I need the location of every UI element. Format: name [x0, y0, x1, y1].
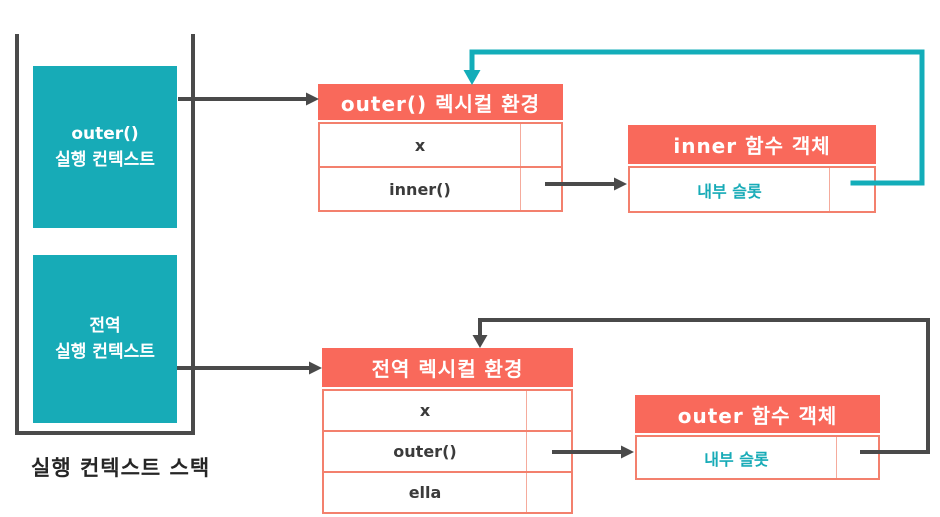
table-body: x inner() — [318, 122, 563, 212]
row-pointer-cell — [520, 168, 561, 210]
row-label: x — [419, 401, 431, 420]
table-global-lexical-environment: 전역 렉시컬 환경 x outer() ella — [322, 348, 573, 514]
table-header: 전역 렉시컬 환경 — [322, 348, 573, 387]
table-row: 내부 슬롯 — [637, 437, 878, 478]
stack-frame-outer-execution-context: outer() 실행 컨텍스트 — [33, 66, 177, 228]
frame-label-line: 실행 컨텍스트 — [55, 150, 155, 170]
stack-frame-global-execution-context: 전역 실행 컨텍스트 — [33, 255, 177, 423]
table-body: 내부 슬롯 — [628, 166, 876, 213]
row-label: inner() — [389, 179, 451, 199]
table-row: 내부 슬롯 — [630, 168, 874, 211]
table-row: x — [324, 391, 571, 430]
row-label: x — [414, 135, 426, 155]
table-body: x outer() ella — [322, 389, 573, 514]
row-pointer-cell — [829, 168, 874, 211]
frame-label-line: outer() — [71, 123, 139, 144]
table-outer-lexical-environment: outer() 렉시컬 환경 x inner() — [318, 84, 563, 212]
row-label-internal-slot: 내부 슬롯 — [697, 181, 762, 201]
table-header: inner 함수 객체 — [628, 125, 876, 164]
frame-label-line: 실행 컨텍스트 — [55, 342, 155, 362]
row-pointer-cell — [526, 473, 571, 512]
row-label: ella — [408, 483, 442, 502]
table-outer-function-object: outer 함수 객체 내부 슬롯 — [635, 395, 880, 480]
table-inner-function-object: inner 함수 객체 내부 슬롯 — [628, 125, 876, 213]
table-row: x — [320, 124, 561, 166]
row-pointer-cell — [836, 437, 878, 478]
row-pointer-cell — [520, 124, 561, 166]
table-row: inner() — [320, 166, 561, 210]
row-label-internal-slot: 내부 슬롯 — [704, 449, 769, 469]
arrow-global-context-to-global-lexical — [177, 361, 322, 375]
table-row: outer() — [324, 430, 571, 471]
table-body: 내부 슬롯 — [635, 435, 880, 480]
arrow-outer-context-to-outer-lexical — [178, 92, 319, 106]
row-label: outer() — [393, 442, 457, 461]
execution-stack-outline — [15, 34, 195, 435]
table-row: ella — [324, 471, 571, 512]
row-pointer-cell — [526, 391, 571, 430]
frame-label-line: 전역 — [89, 315, 121, 336]
table-header: outer 함수 객체 — [635, 395, 880, 433]
table-header: outer() 렉시컬 환경 — [318, 84, 563, 120]
execution-stack-label: 실행 컨텍스트 스택 — [31, 456, 211, 480]
row-pointer-cell — [526, 432, 571, 471]
